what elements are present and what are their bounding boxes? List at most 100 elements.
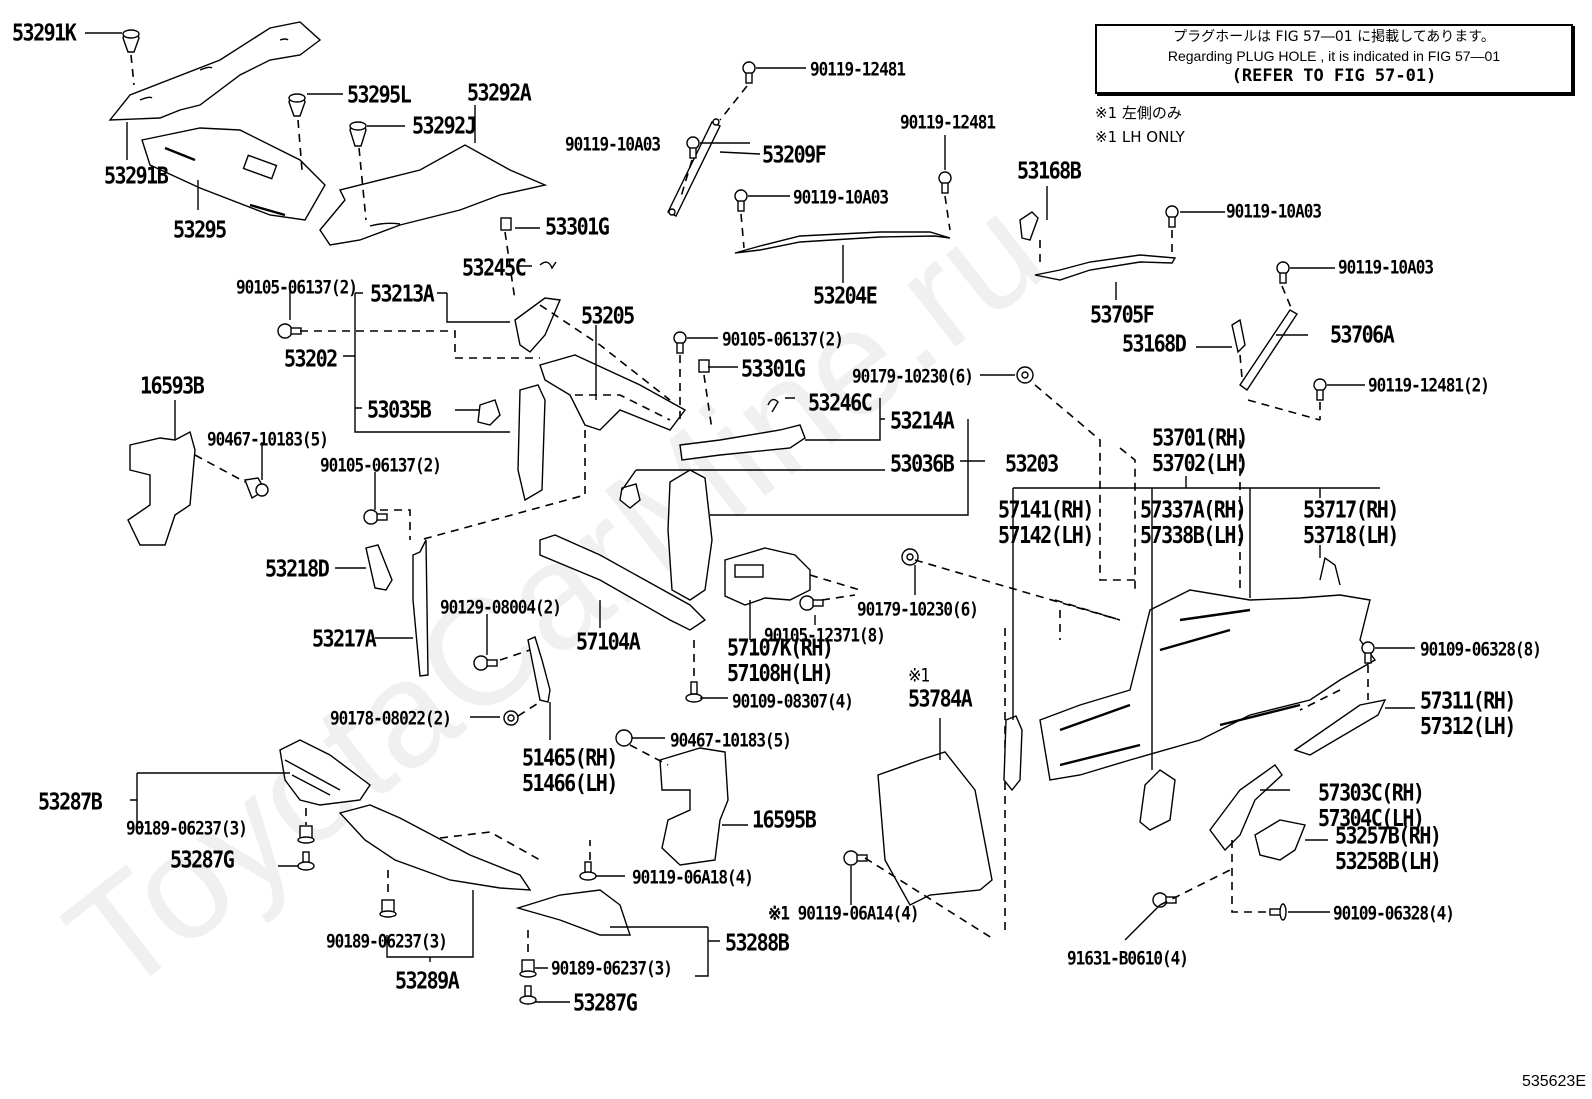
label-90119-10A03-b: 90119-10A03 [793,186,889,208]
note-lh-only-en: ※1 LH ONLY [1095,128,1185,146]
bolt-90105-06137-2b-icon[interactable] [673,331,687,354]
part-53784A-panel[interactable] [877,751,993,906]
part-57303C-apron[interactable] [1209,764,1283,852]
clip-53292J-icon[interactable] [349,121,367,147]
part-51465-bracket[interactable] [527,636,551,703]
label-53292A: 53292A [467,78,532,107]
label-53287B: 53287B [38,787,103,816]
part-53168B-bracket[interactable] [1019,211,1039,241]
part-53202-side[interactable] [517,384,546,502]
part-53036B-bracket[interactable] [619,483,641,509]
label-90109-06328-8: 90109-06328(8) [1420,638,1542,660]
bolt-91631-B0610-4-icon[interactable] [1152,892,1177,908]
bolt-90119-12481-b-icon[interactable] [938,171,952,194]
bolt-90129-08004-2-icon[interactable] [473,655,498,671]
clip-90189-06237-3c-icon[interactable] [519,959,537,978]
part-57311-member[interactable] [1293,699,1387,756]
part-53295-cover[interactable] [141,127,326,221]
nut-90178-08022-2-icon[interactable] [503,710,519,726]
leaders-center [289,227,1140,581]
bolt-90119-12481-2-icon[interactable] [1313,378,1327,401]
clip-53301G-1-icon[interactable] [500,217,512,231]
bolt-90105-06137-2c-icon[interactable] [363,509,388,525]
note-lh-only-jp: ※1 左側のみ [1095,104,1182,122]
label-53291K: 53291K [12,18,77,47]
part-53717-bracket[interactable] [1319,556,1341,586]
bolt-90119-06A18-4-icon[interactable] [579,861,597,881]
part-53203-side[interactable] [667,469,713,601]
label-57107K: 57107K(RH) [727,633,834,662]
label-90189-06237-3a: 90189-06237(3) [126,817,248,839]
part-53292A-cover[interactable] [319,144,548,246]
part-53035B-bracket[interactable] [477,399,501,426]
part-53705F-bracket[interactable] [1034,254,1177,281]
clip-90189-06237-3a-icon[interactable] [297,825,315,844]
clip-90467-10183-5a-icon[interactable] [244,477,269,500]
part-53168D-bracket[interactable] [1231,318,1246,354]
part-53217A-seal[interactable] [412,539,429,677]
part-53291B-cover[interactable] [108,21,322,121]
bolt-90119-06A14-4-icon[interactable] [843,850,868,866]
part-53209F-brace[interactable] [667,118,721,217]
label-90119-10A03-a: 90119-10A03 [565,133,661,155]
clip-90467-10183-5b-icon[interactable] [615,729,633,747]
part-53204E-brace[interactable] [734,231,951,254]
bolt-90119-10A03-c-icon[interactable] [1165,205,1179,228]
notice-reference: (REFER TO FIG 57-01) [1231,66,1437,86]
bolt-90109-08307-4-icon[interactable] [685,681,703,703]
label-16595B: 16595B [752,805,817,834]
label-53701: 53701(RH) [1152,423,1248,452]
label-90179-10230-6b: 90179-10230(6) [857,598,979,620]
part-57104A-crossmember[interactable] [539,534,707,631]
bolt-90105-06137-2a-icon[interactable] [277,323,302,339]
bolt-90119-10A03-a-icon[interactable] [686,136,700,159]
part-53701-side-member[interactable] [1039,589,1377,781]
part-53706A-stay[interactable] [1239,309,1298,391]
part-16593B-duct[interactable] [127,430,196,546]
label-53301G-2: 53301G [741,354,806,383]
bolt-90109-06328-4-icon[interactable] [1269,903,1287,921]
label-90467-10183-5b: 90467-10183(5) [670,729,792,751]
part-16595B-duct[interactable] [659,747,729,866]
label-90129-08004-2: 90129-08004(2) [440,596,562,618]
part-53288B-cover[interactable] [515,889,631,936]
clip-90189-06237-3b-icon[interactable] [379,899,397,918]
label-90178-08022-2: 90178-08022(2) [330,707,452,729]
bolt-90119-10A03-b-icon[interactable] [734,189,748,212]
label-57104A: 57104A [576,627,641,656]
nut-90179-10230-6a-icon[interactable] [1016,366,1034,384]
clip-53291K-icon[interactable] [122,29,140,53]
label-53784A-note-mark: ※1 [908,664,930,686]
part-53257B-plate[interactable] [1254,819,1306,861]
part-53287B-cover[interactable] [279,739,371,806]
part-57107K-bracket[interactable] [724,547,811,606]
label-53213A: 53213A [370,279,435,308]
bolt-90109-06328-8-icon[interactable] [1361,641,1375,664]
label-53717-53718: 53717(RH)53718(LH) [1303,497,1399,548]
label-53301G-1: 53301G [545,212,610,241]
part-57337A-bracket[interactable] [1139,769,1176,831]
clip-53301G-2-icon[interactable] [698,359,710,373]
part-57141-plate[interactable] [1003,715,1023,792]
label-57141-57142: 57141(RH)57142(LH) [998,497,1094,548]
label-90189-06237-3c: 90189-06237(3) [551,957,673,979]
bolt-53287G-2-icon[interactable] [519,985,537,1005]
label-53702: 53702(LH) [1152,449,1248,477]
clip-53295L-icon[interactable] [288,93,306,117]
part-53214A-support[interactable] [679,424,806,461]
clip-53246C-icon[interactable] [767,398,779,413]
label-53205: 53205 [581,301,635,330]
bolt-90119-10A03-d-icon[interactable] [1276,261,1290,284]
bolt-53287G-1-icon[interactable] [297,851,315,871]
part-53218D-bracket[interactable] [365,544,393,591]
bolt-90119-12481-a-icon[interactable] [742,61,756,84]
clip-53245C-icon[interactable] [539,261,557,270]
label-90467-10183-5a: 90467-10183(5) [207,428,329,450]
label-53203: 53203 [1005,449,1059,478]
part-53213A-bracket[interactable] [514,297,562,353]
part-53205-support[interactable] [539,354,687,431]
part-53289A-cover[interactable] [338,804,532,891]
bolt-90105-12371-8-icon[interactable] [799,595,824,611]
label-51465-51466: 51465(RH)51466(LH) [522,745,618,796]
nut-90179-10230-6b-icon[interactable] [901,548,919,566]
